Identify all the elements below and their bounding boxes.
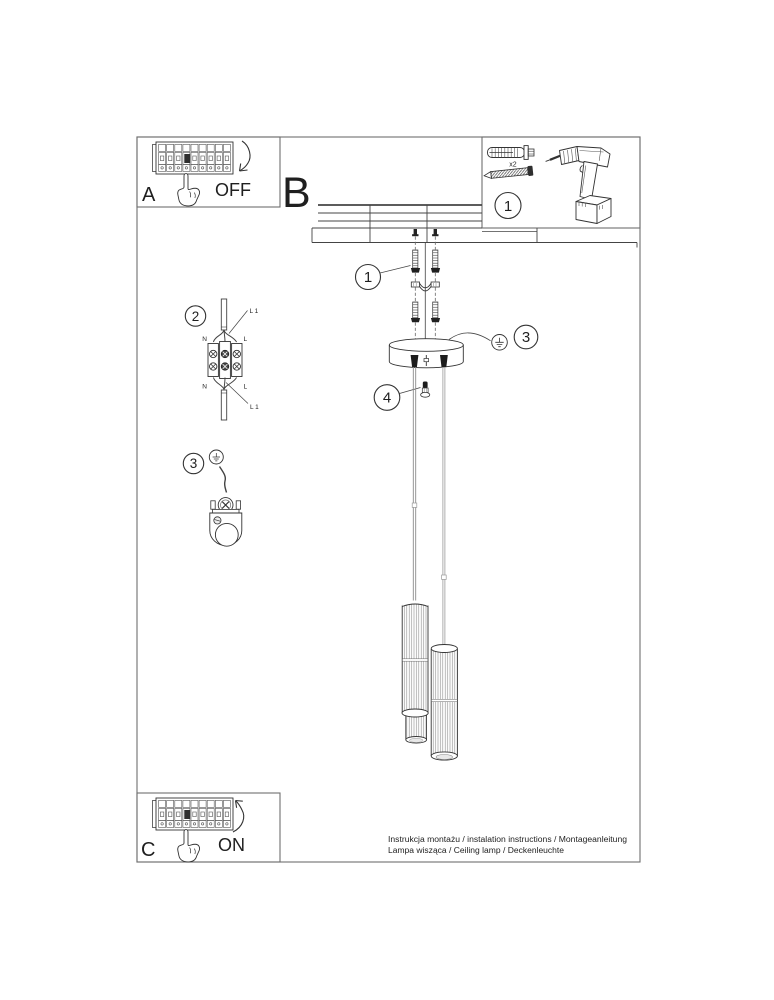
- label-n-top: N: [202, 336, 207, 343]
- drill-icon: [545, 146, 612, 224]
- supply-cable-bottom: [220, 389, 228, 421]
- footer-line-1: Instrukcja montażu / instalation instruc…: [388, 835, 627, 844]
- step-4-badge: 4: [373, 384, 401, 411]
- terminal-screws: [209, 349, 241, 371]
- panel-a: A OFF: [142, 140, 251, 207]
- svg-text:3: 3: [190, 456, 198, 471]
- mounting-screws: 1: [354, 249, 441, 291]
- alignment-dashes: [414, 236, 436, 339]
- arrow-down-icon: [238, 140, 251, 172]
- panel-a-label: A: [142, 184, 156, 206]
- arrow-up-icon: [232, 799, 245, 833]
- label-l1-bottom: L 1: [250, 404, 259, 411]
- canopy-screws: [410, 301, 441, 323]
- parts-box-content: x2 1: [483, 145, 612, 224]
- pendant-lamp-left: [401, 600, 429, 744]
- ground-wire: [218, 466, 228, 493]
- step-3-canopy-badge: 3: [522, 329, 530, 346]
- mounting-strap: [410, 281, 440, 292]
- pendant-cable-right: [441, 367, 447, 646]
- cable-gland-right: [440, 355, 448, 367]
- hand-icon-c: [177, 829, 201, 863]
- sheet-frame: [136, 136, 641, 863]
- panel-c: C ON: [141, 797, 245, 863]
- panel-c-label: C: [141, 839, 155, 861]
- label-l1-top: L 1: [250, 308, 259, 315]
- breaker-panel-icon-c: [152, 797, 234, 831]
- step-2-badge: 2: [184, 305, 207, 327]
- wires-top: [212, 329, 238, 343]
- svg-text:2: 2: [192, 309, 200, 324]
- panel-c-action-label: ON: [218, 835, 245, 855]
- cable-gland-left: [410, 355, 419, 367]
- screw-icon: [483, 165, 534, 179]
- terminal-block: [207, 341, 243, 379]
- parts-step-badge: 1: [494, 191, 522, 220]
- ground-step: 3: [182, 449, 243, 547]
- pendant-cable-left: [411, 367, 418, 603]
- panel-a-box: [136, 136, 281, 208]
- footer-line-2: Lampa wisząca / Ceiling lamp / Deckenleu…: [388, 846, 564, 855]
- label-l-top: L: [244, 336, 248, 343]
- svg-text:1: 1: [364, 269, 372, 286]
- svg-text:4: 4: [383, 390, 391, 407]
- panel-b-label: B: [282, 169, 311, 217]
- svg-text:1: 1: [504, 198, 512, 215]
- plug-count-label: x2: [509, 162, 517, 169]
- parts-box: [481, 136, 641, 229]
- cord-grip: 4: [373, 381, 431, 411]
- footer-text: Instrukcja montażu / instalation instruc…: [388, 835, 627, 855]
- ceiling-drawing: [311, 204, 638, 248]
- supply-cable-top: [220, 298, 228, 331]
- label-l-bottom: L: [244, 384, 248, 391]
- step-3-badge: 3: [182, 452, 205, 475]
- canopy-ground-callout: 3: [448, 324, 539, 351]
- wires-bottom: [212, 377, 238, 390]
- wall-plug-icon: [487, 145, 535, 160]
- ground-terminal: [209, 497, 243, 547]
- canopy: [388, 338, 464, 369]
- panel-c-box: [136, 792, 281, 863]
- wiring-step: 2: [184, 298, 259, 421]
- pendant-lamp-right: [430, 644, 458, 761]
- ceiling-plugs: [412, 229, 439, 237]
- panel-a-action-label: OFF: [215, 180, 251, 200]
- step-1-badge: 1: [354, 263, 411, 291]
- breaker-panel-icon: [152, 141, 234, 175]
- label-n-bottom: N: [202, 384, 207, 391]
- hand-icon: [177, 173, 201, 207]
